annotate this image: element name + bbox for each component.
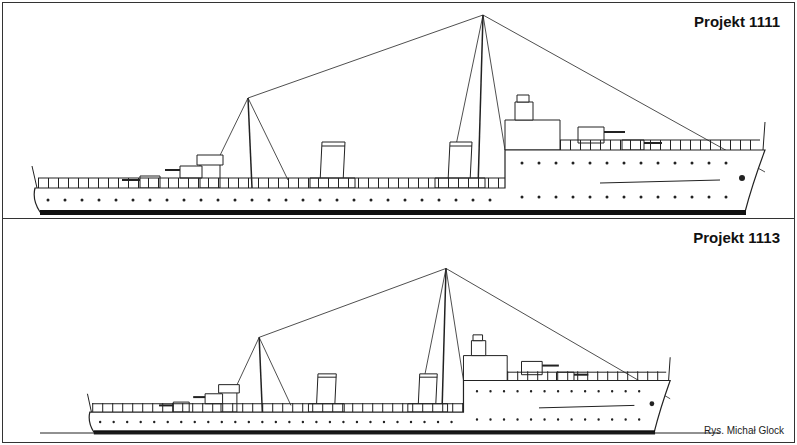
author-credit: Rys. Michał Glock (704, 425, 784, 436)
drawing-panel: Projekt 1113Rys. Michał Glock (2, 218, 795, 443)
panel-title: Projekt 1111 (694, 13, 780, 30)
drawing-panel: Projekt 1111 (2, 2, 795, 219)
panel-title: Projekt 1113 (693, 229, 780, 246)
